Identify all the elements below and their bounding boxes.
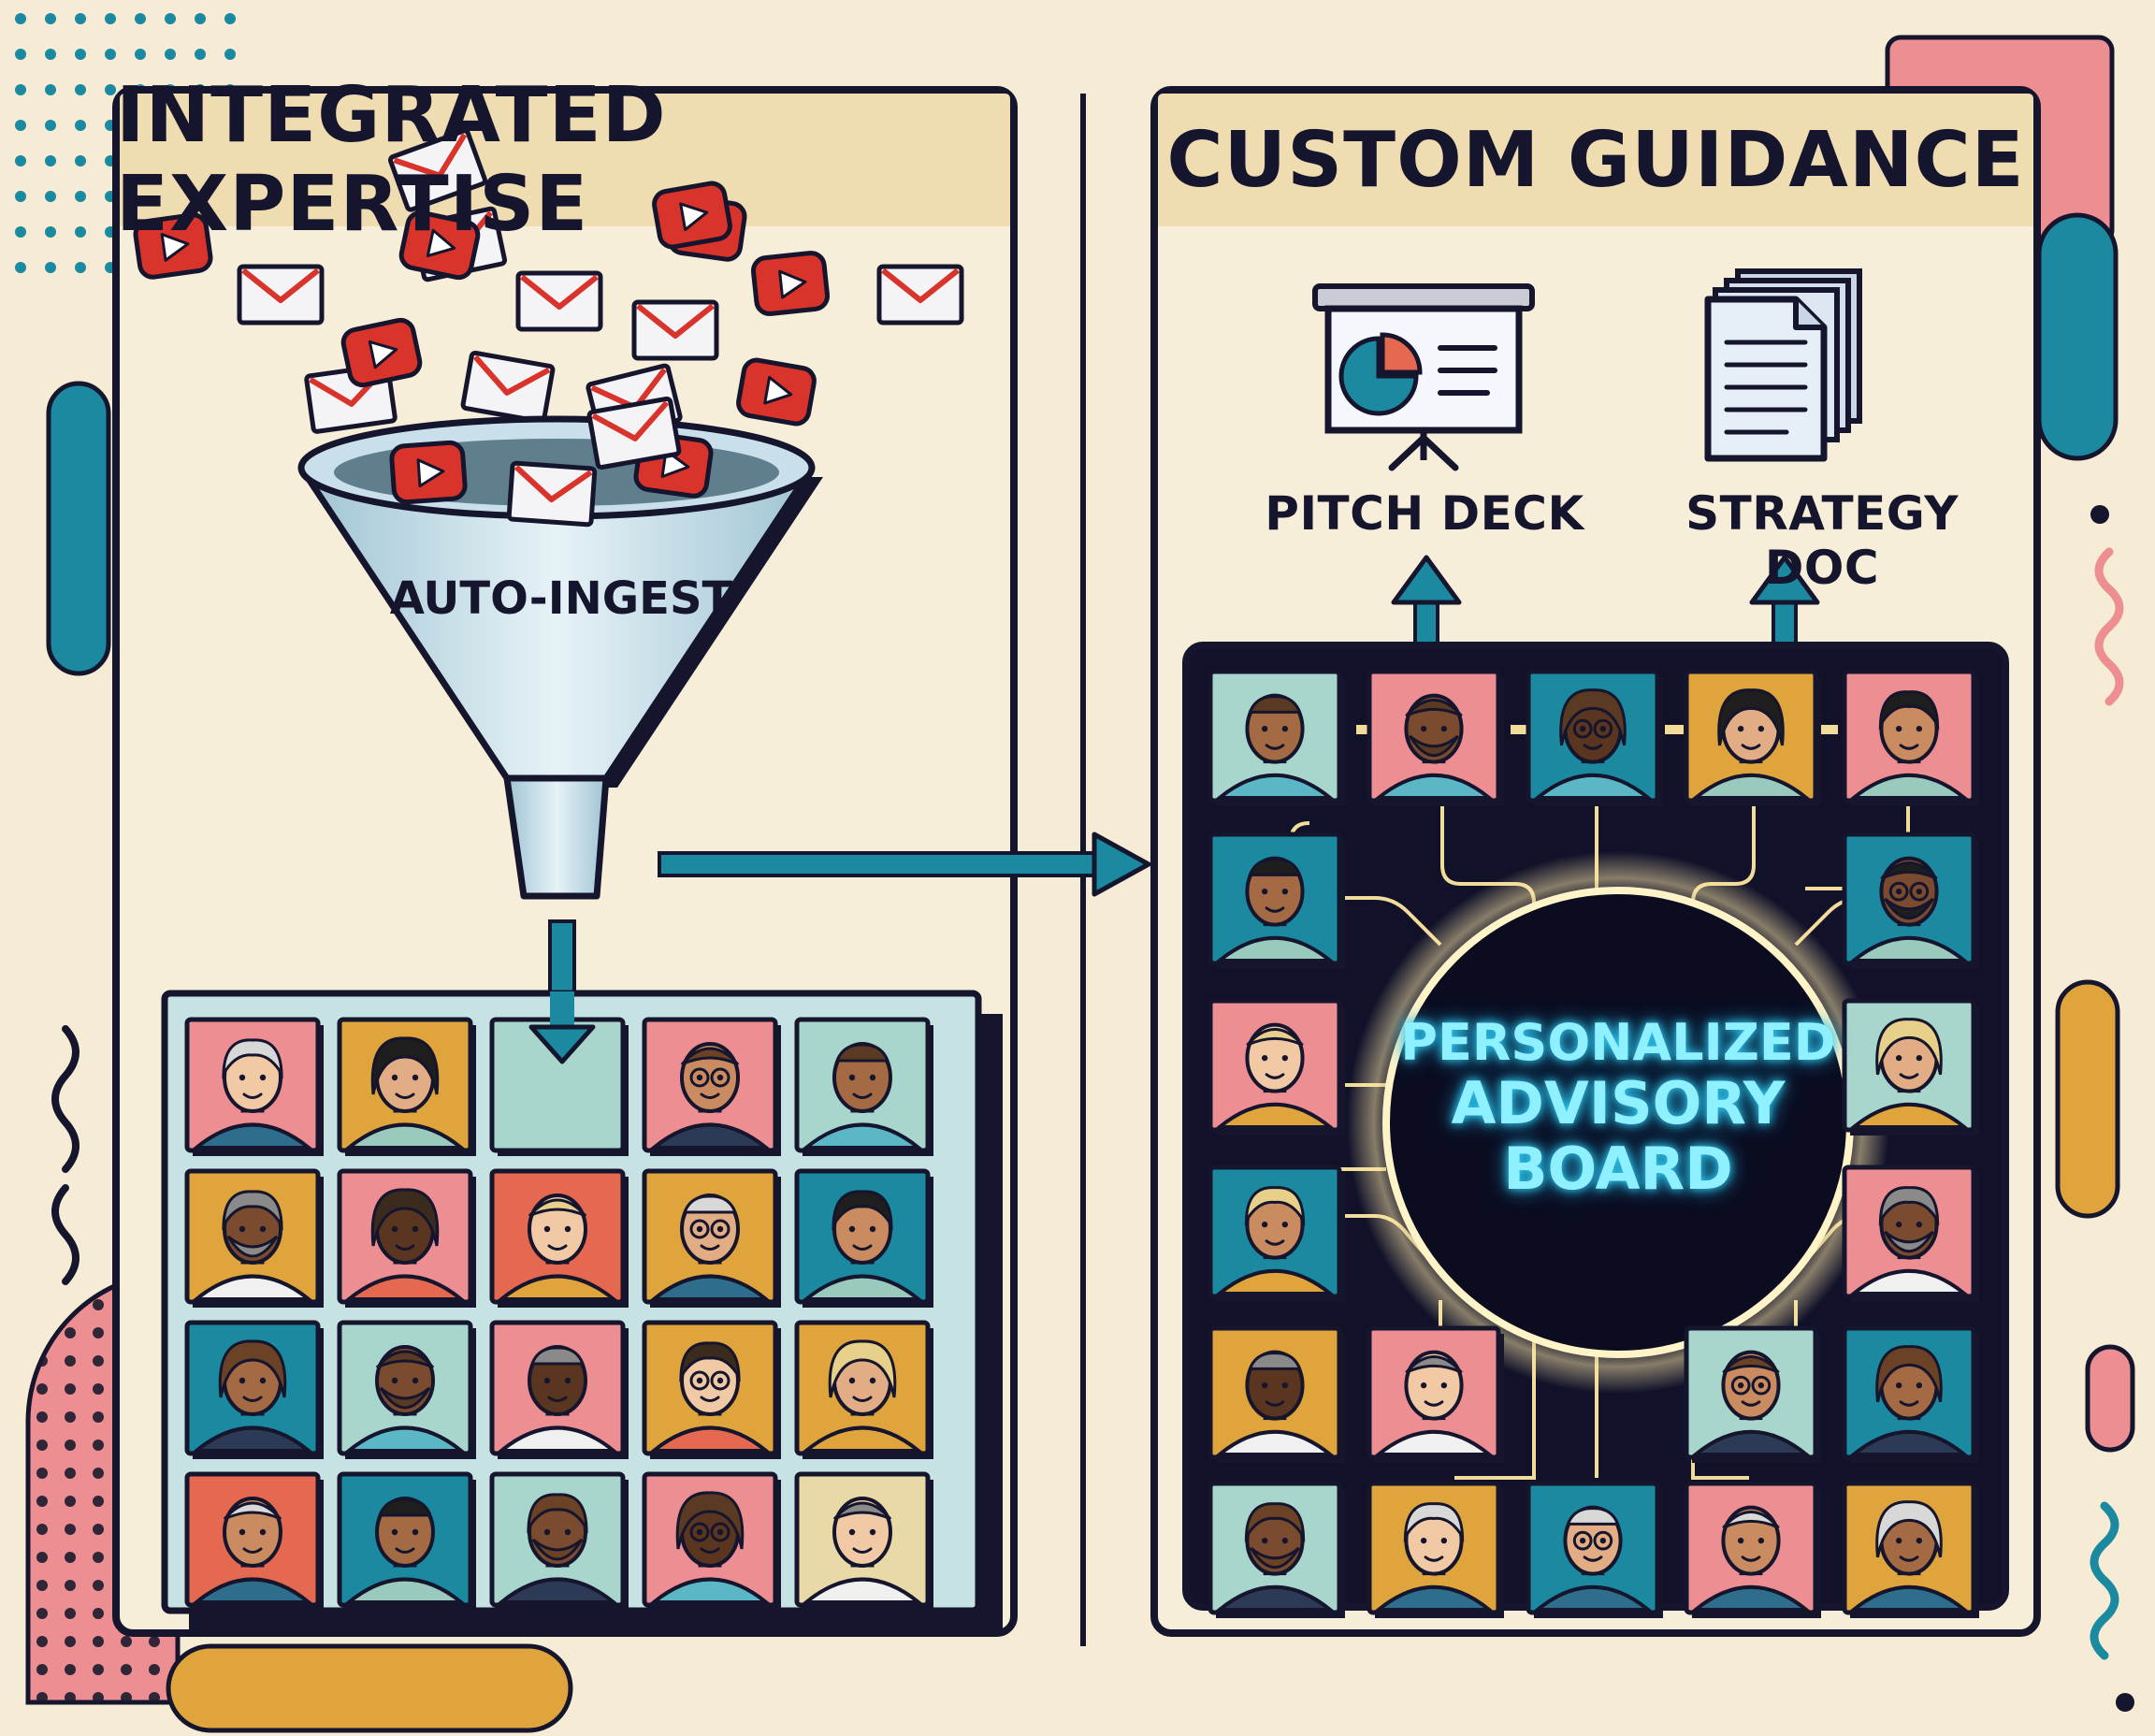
left-panel-title: INTEGRATED EXPERTISE [116, 71, 667, 249]
expert-avatar [1684, 669, 1821, 806]
expert-avatar [1842, 998, 1979, 1136]
expert-avatar [337, 1168, 476, 1308]
expert-avatar [1367, 669, 1504, 806]
source-icons [133, 128, 964, 441]
expert-avatar [642, 1168, 781, 1308]
expert-avatar [1367, 1325, 1504, 1463]
board-title-line-1: PERSONALIZED [1400, 1013, 1836, 1072]
expert-avatar [1526, 669, 1663, 806]
expert-avatar [1842, 1481, 1979, 1618]
right-panel-title: CUSTOM GUIDANCE [1166, 115, 2025, 205]
funnel-label: AUTO-INGEST [389, 572, 733, 625]
expert-avatar [642, 1017, 781, 1156]
expert-avatar [1684, 1325, 1821, 1463]
email-envelope-icon [237, 264, 325, 326]
email-envelope-icon [515, 270, 603, 332]
expert-avatar [642, 1471, 781, 1611]
board-title-line-2: ADVISORY [1451, 1069, 1786, 1138]
video-play-icon [398, 210, 481, 281]
expert-avatar [489, 1168, 629, 1308]
expert-avatar [1842, 669, 1979, 806]
expert-avatar [1842, 832, 1979, 969]
video-play-icon [736, 357, 817, 427]
arrow-into-empty-slot [528, 991, 596, 1064]
expert-avatar [1367, 1481, 1504, 1618]
email-envelope-icon [876, 264, 964, 326]
expert-avatar [642, 1320, 781, 1459]
email-envelope-icon [586, 396, 682, 470]
advisory-board-title: PERSONALIZED ADVISORY BOARD [1356, 1013, 1880, 1203]
presentation-board-icon [1312, 283, 1535, 471]
expert-library-grid [161, 990, 1003, 1631]
document-stack-icon [1704, 268, 1862, 462]
expert-avatar [1526, 1481, 1663, 1618]
expert-avatar [1208, 1325, 1345, 1463]
expert-avatar [1208, 669, 1345, 806]
expert-avatar [184, 1471, 324, 1611]
expert-avatar [184, 1168, 324, 1308]
funnel-contents [389, 396, 714, 528]
email-envelope-icon [460, 350, 556, 425]
email-envelope-icon [631, 299, 719, 361]
expert-avatar [1208, 1165, 1345, 1302]
expert-avatar [184, 1320, 324, 1459]
expert-avatar [794, 1320, 933, 1459]
video-play-icon [340, 317, 423, 388]
expert-avatar [1208, 998, 1345, 1136]
expert-avatar [337, 1017, 476, 1156]
strategy-doc-label: STRATEGY DOC [1685, 486, 1959, 595]
expert-avatar [1842, 1325, 1979, 1463]
expert-avatar [184, 1017, 324, 1156]
expert-avatar [1842, 1165, 1979, 1302]
expert-avatar [794, 1168, 933, 1308]
video-play-icon [652, 181, 732, 250]
arrow-left-to-right [658, 832, 1151, 897]
board-title-line-3: BOARD [1503, 1134, 1733, 1203]
expert-avatar [489, 1320, 629, 1459]
pitch-deck-label: PITCH DECK [1265, 486, 1584, 541]
expert-avatar [337, 1320, 476, 1459]
expert-avatar [794, 1471, 933, 1611]
expert-avatar [1208, 832, 1345, 969]
expert-avatar [337, 1471, 476, 1611]
expert-avatar [794, 1017, 933, 1156]
expert-avatar [1684, 1481, 1821, 1618]
video-play-icon [133, 212, 213, 280]
video-play-icon [750, 251, 831, 316]
advisory-board [1182, 642, 2009, 1618]
email-envelope-icon [506, 460, 598, 528]
expert-avatar [1208, 1481, 1345, 1618]
email-envelope-icon [388, 128, 487, 212]
expert-avatar [489, 1471, 629, 1611]
video-play-icon [389, 440, 468, 505]
